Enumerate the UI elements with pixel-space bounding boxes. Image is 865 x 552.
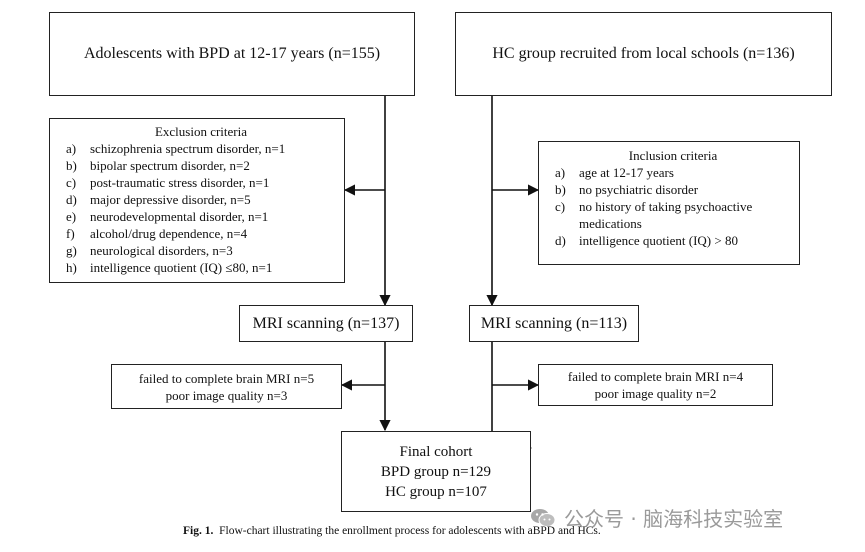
inclusion-item: d)intelligence quotient (IQ) > 80 [555,233,738,248]
exclusion-item: f)alcohol/drug dependence, n=4 [66,226,248,241]
figure-caption: Fig. 1. Flow-chart illustrating the enro… [183,525,601,537]
fail-bpd-line1: failed to complete brain MRI n=5 [138,370,315,386]
mri-hc-text: MRI scanning (n=113) [480,314,628,332]
bpd-start-text: Adolescents with BPD at 12-17 years (n=1… [83,45,381,62]
fail-bpd-line2: poor image quality n=3 [165,387,288,403]
exclusion-item: d)major depressive disorder, n=5 [66,192,251,207]
fail-hc-box: failed to complete brain MRI n=4 poor im… [538,364,773,406]
exclusion-item: b)bipolar spectrum disorder, n=2 [66,158,250,173]
exclusion-item: c)post-traumatic stress disorder, n=1 [66,175,270,190]
exclusion-list: a)schizophrenia spectrum disorder, n=1 b… [66,140,336,276]
inclusion-item: c)no history of taking psychoactive medi… [555,199,753,231]
inclusion-item: b)no psychiatric disorder [555,182,699,197]
bpd-start-box: Adolescents with BPD at 12-17 years (n=1… [49,12,415,96]
exclusion-item: a)schizophrenia spectrum disorder, n=1 [66,141,286,156]
inclusion-criteria-box: Inclusion criteria a)age at 12-17 years … [538,141,800,265]
caption-label: Fig. 1. [183,525,214,537]
hc-start-text: HC group recruited from local schools (n… [492,45,795,62]
final-cohort-title: Final cohort [399,443,473,460]
final-hc-count: HC group n=107 [385,483,487,500]
fail-hc-line1: failed to complete brain MRI n=4 [567,369,744,384]
hc-start-box: HC group recruited from local schools (n… [455,12,832,96]
final-bpd-count: BPD group n=129 [380,463,492,480]
wechat-icon [530,508,556,528]
inclusion-item: a)age at 12-17 years [555,165,674,180]
watermark-text: 公众号 · 脑海科技实验室 [564,507,784,531]
exclusion-criteria-box: Exclusion criteria a)schizophrenia spect… [49,118,345,283]
final-cohort-box: Final cohort BPD group n=129 HC group n=… [341,431,531,512]
exclusion-item: e)neurodevelopmental disorder, n=1 [66,209,269,224]
mri-bpd-box: MRI scanning (n=137) [239,305,413,342]
exclusion-item: h)intelligence quotient (IQ) ≤80, n=1 [66,260,273,275]
mri-hc-box: MRI scanning (n=113) [469,305,639,342]
fail-hc-line2: poor image quality n=2 [594,386,717,401]
fail-bpd-box: failed to complete brain MRI n=5 poor im… [111,364,342,409]
mri-bpd-text: MRI scanning (n=137) [252,314,400,332]
inclusion-title: Inclusion criteria [628,148,718,163]
exclusion-title: Exclusion criteria [154,124,248,139]
watermark: 公众号 · 脑海科技实验室 [530,503,783,532]
caption-text: Flow-chart illustrating the enrollment p… [219,525,601,537]
exclusion-item: g)neurological disorders, n=3 [66,243,233,258]
inclusion-list: a)age at 12-17 years b)no psychiatric di… [555,164,791,249]
